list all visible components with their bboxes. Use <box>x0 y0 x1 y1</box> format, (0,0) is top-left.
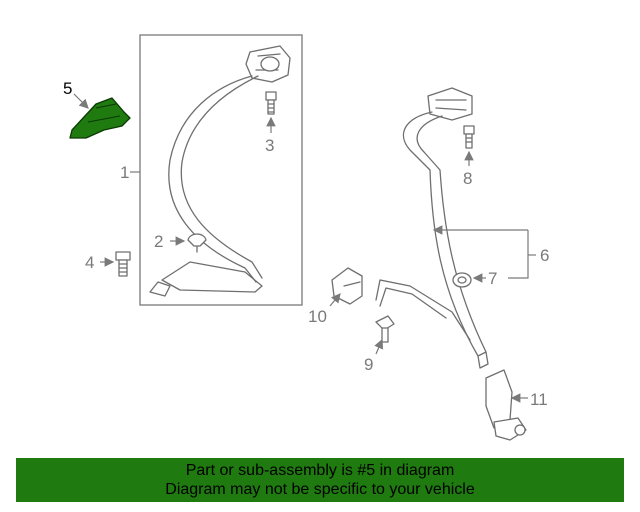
bolt-3[interactable] <box>265 91 277 115</box>
callout-10: 10 <box>308 307 327 326</box>
callout-6: 6 <box>540 246 549 265</box>
callout-9: 9 <box>364 355 373 374</box>
bolt-8[interactable] <box>463 125 475 149</box>
callout-8: 8 <box>463 169 472 188</box>
notice-banner: Part or sub-assembly is #5 in diagram Di… <box>16 458 624 502</box>
part-5-highlighted[interactable] <box>69 97 131 139</box>
buckle-11[interactable] <box>485 369 527 441</box>
front-belt-webbing[interactable] <box>149 75 263 297</box>
callout-5: 5 <box>63 79 72 98</box>
callout-4: 4 <box>85 253 94 272</box>
rear-belt-webbing[interactable] <box>375 111 489 369</box>
callout-1: 1 <box>120 163 129 182</box>
screw-9[interactable] <box>375 315 395 343</box>
front-retractor[interactable] <box>245 45 291 83</box>
clip-7[interactable] <box>452 272 472 288</box>
bolt-4[interactable] <box>115 251 131 277</box>
banner-line-2: Diagram may not be specific to your vehi… <box>165 481 475 498</box>
front-belt-group-box <box>139 34 303 306</box>
callout-3: 3 <box>265 136 274 155</box>
callout-2: 2 <box>154 232 163 251</box>
rear-retractor[interactable] <box>427 87 473 121</box>
banner-line-1: Part or sub-assembly is #5 in diagram <box>185 462 455 479</box>
clip-2[interactable] <box>187 233 207 253</box>
callout-11: 11 <box>530 390 548 409</box>
callout-7: 7 <box>488 269 497 288</box>
